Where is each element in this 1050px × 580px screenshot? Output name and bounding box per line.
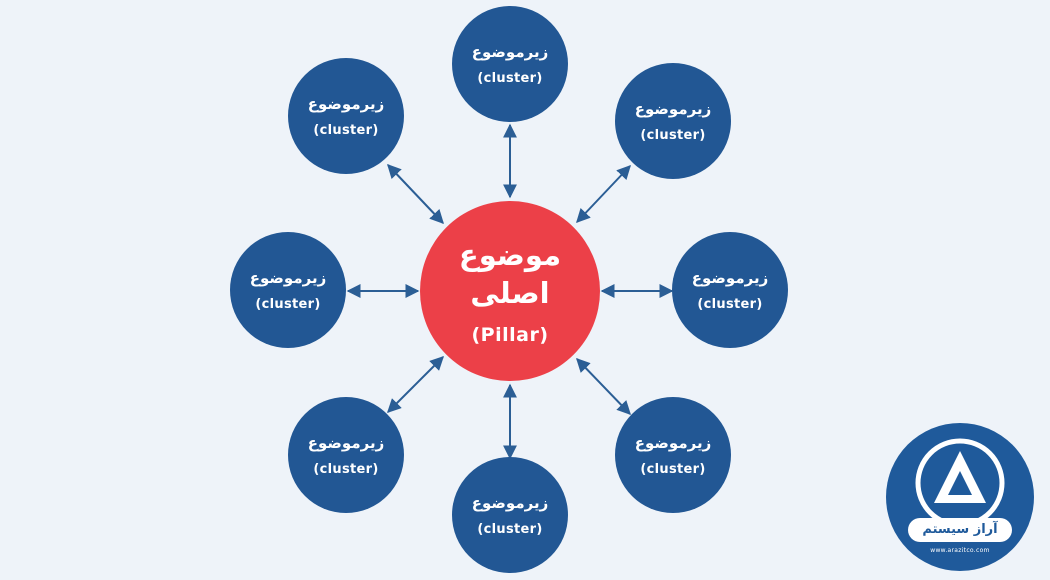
cluster-english-label: (cluster) <box>640 461 706 477</box>
cluster-english-label: (cluster) <box>640 127 706 143</box>
pillar-node: موضوع اصلی (Pillar) <box>420 201 600 381</box>
cluster-english-label: (cluster) <box>697 296 763 312</box>
cluster-node-top: زیرموضوع (cluster) <box>452 6 568 122</box>
cluster-title: زیرموضوع <box>634 99 712 118</box>
cluster-title: زیرموضوع <box>249 268 327 287</box>
cluster-english-label: (cluster) <box>313 122 379 138</box>
logo-brand-text: آراز سیستم <box>908 518 1012 542</box>
pillar-english-label: (Pillar) <box>471 324 549 346</box>
cluster-title: زیرموضوع <box>691 268 769 287</box>
cluster-node-left: زیرموضوع (cluster) <box>230 232 346 348</box>
arrow-top-left <box>387 163 444 225</box>
cluster-node-bottom-right: زیرموضوع (cluster) <box>615 397 731 513</box>
pillar-title-line2: اصلی <box>470 276 550 310</box>
pillar-title-line1: موضوع <box>458 238 562 272</box>
cluster-node-top-right: زیرموضوع (cluster) <box>615 63 731 179</box>
arrow-top-right <box>576 164 631 224</box>
cluster-title: زیرموضوع <box>471 42 549 61</box>
cluster-node-bottom: زیرموضوع (cluster) <box>452 457 568 573</box>
company-logo: آراز سیستم www.arazitco.com <box>886 423 1034 571</box>
arrow-bottom-right <box>576 357 631 416</box>
cluster-title: زیرموضوع <box>307 94 385 113</box>
cluster-node-bottom-left: زیرموضوع (cluster) <box>288 397 404 513</box>
cluster-node-right: زیرموضوع (cluster) <box>672 232 788 348</box>
cluster-english-label: (cluster) <box>255 296 321 312</box>
cluster-node-top-left: زیرموضوع (cluster) <box>288 58 404 174</box>
cluster-title: زیرموضوع <box>634 433 712 452</box>
arrow-bottom-left <box>387 356 444 413</box>
logo-url-text: www.arazitco.com <box>930 547 990 554</box>
cluster-english-label: (cluster) <box>477 521 543 537</box>
cluster-english-label: (cluster) <box>477 70 543 86</box>
cluster-english-label: (cluster) <box>313 461 379 477</box>
cluster-title: زیرموضوع <box>471 493 549 512</box>
cluster-title: زیرموضوع <box>307 433 385 452</box>
